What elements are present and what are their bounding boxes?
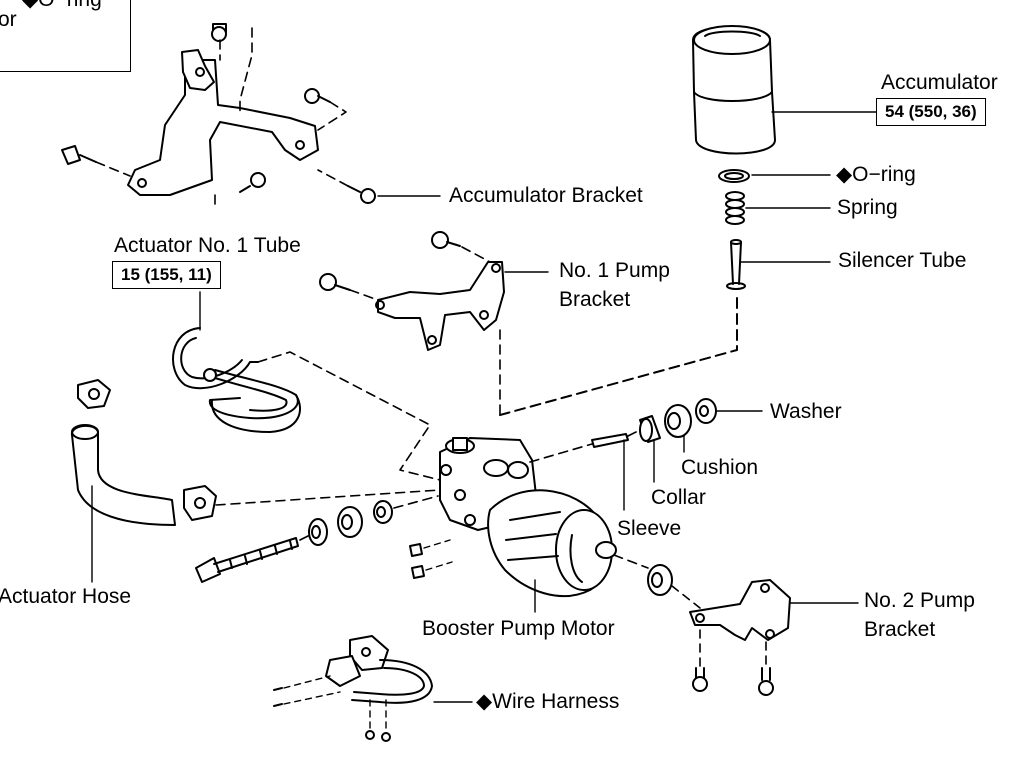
label-spring: Spring bbox=[837, 196, 898, 219]
actuator-tube-part bbox=[172, 327, 301, 433]
label-wire-harness: ◆Wire Harness bbox=[476, 690, 620, 713]
hose-clamp-lower bbox=[183, 485, 217, 521]
accumulator-bracket-part bbox=[127, 49, 319, 196]
clamp-axis bbox=[215, 489, 441, 506]
actuator-hose-part bbox=[71, 424, 176, 526]
hose-clamp-upper bbox=[77, 379, 111, 409]
reference-box: ◆O−ring or bbox=[0, 0, 131, 72]
bracket-dashed-axes bbox=[95, 27, 349, 206]
silencer-tube-part bbox=[726, 239, 746, 290]
no2-bracket-cushion bbox=[647, 564, 673, 596]
bolt-axis bbox=[299, 495, 439, 541]
label-no1-pump-bracket-line1: No. 1 Pump bbox=[559, 259, 670, 282]
actuator-tube-axis bbox=[257, 351, 441, 481]
o-ring-part bbox=[718, 169, 750, 183]
sleeve-axis bbox=[529, 429, 641, 463]
label-cushion: Cushion bbox=[681, 456, 759, 479]
nuts-axis bbox=[423, 539, 453, 571]
label-no2-pump-bracket: No. 2 Pump Bracket bbox=[864, 586, 975, 644]
sleeve-part bbox=[591, 433, 629, 448]
no2-pump-bracket-part bbox=[689, 579, 791, 641]
no1-bracket-bolts bbox=[319, 231, 461, 291]
harness-screws bbox=[273, 687, 391, 742]
no1-pump-bracket-part bbox=[375, 261, 505, 351]
label-actuator-tube: Actuator No. 1 Tube bbox=[114, 234, 301, 257]
reference-box-line2: or bbox=[0, 8, 17, 31]
label-silencer-tube: Silencer Tube bbox=[838, 249, 967, 272]
spring-part bbox=[725, 191, 745, 225]
label-no1-pump-bracket-line2: Bracket bbox=[559, 288, 631, 311]
no2-bracket-axes bbox=[671, 585, 767, 667]
small-nuts bbox=[409, 543, 425, 579]
label-sleeve: Sleeve bbox=[617, 517, 682, 540]
label-booster-pump-motor: Booster Pump Motor bbox=[422, 617, 615, 640]
bracket-bolts bbox=[61, 23, 376, 204]
label-o-ring: ◆O−ring bbox=[836, 163, 916, 186]
label-collar: Collar bbox=[651, 486, 706, 509]
label-no2-pump-bracket-line2: Bracket bbox=[864, 618, 936, 641]
label-accumulator-bracket: Accumulator Bracket bbox=[449, 184, 643, 207]
sleeve-group-leaders bbox=[623, 410, 763, 511]
accumulator-torque-box: 54 (550, 36) bbox=[876, 98, 986, 126]
label-accumulator: Accumulator bbox=[881, 71, 998, 94]
silencer-axis-line bbox=[499, 297, 738, 416]
cushion-part bbox=[664, 404, 692, 438]
collar-part bbox=[639, 415, 661, 443]
actuator-tube-torque-box: 15 (155, 11) bbox=[112, 261, 221, 289]
label-washer: Washer bbox=[770, 400, 842, 423]
no2-bracket-bolts bbox=[692, 667, 774, 696]
reference-box-line1: ◆O−ring bbox=[22, 0, 102, 12]
accumulator-part bbox=[692, 25, 776, 155]
label-no2-pump-bracket-line1: No. 2 Pump bbox=[864, 589, 975, 612]
left-cushion-stack bbox=[308, 500, 393, 546]
booster-pump-motor-part bbox=[487, 489, 617, 598]
washer-part bbox=[695, 398, 717, 424]
long-bolt-part bbox=[195, 537, 299, 583]
label-actuator-hose: Actuator Hose bbox=[0, 585, 132, 608]
accumulator-leaders bbox=[740, 111, 877, 263]
label-no1-pump-bracket: No. 1 Pump Bracket bbox=[559, 256, 670, 314]
no1-bracket-dashed-axes bbox=[349, 246, 501, 421]
harness-axes bbox=[283, 675, 387, 733]
wire-harness-part bbox=[325, 635, 433, 704]
motor-axis bbox=[613, 554, 649, 569]
